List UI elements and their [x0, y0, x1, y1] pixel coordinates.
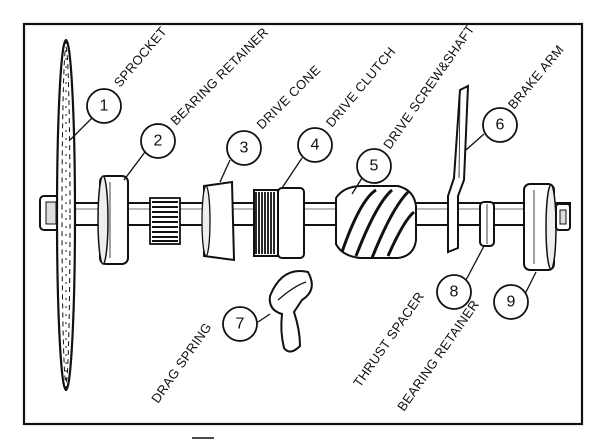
diagram-frame — [22, 22, 584, 426]
drive-screw — [335, 185, 417, 259]
bearing-retainer-right — [523, 183, 557, 271]
drive-cone — [201, 180, 236, 262]
callout-number: 1 — [100, 98, 109, 115]
leader-lines — [69, 117, 537, 323]
callout-number: 4 — [311, 137, 320, 154]
callout-1: 1 — [86, 88, 122, 124]
callout-number: 2 — [154, 133, 163, 150]
callout-6: 6 — [482, 107, 518, 143]
drag-spring — [268, 270, 313, 353]
callouts: 1 2 3 4 5 6 7 8 — [86, 88, 529, 342]
thrust-spacer — [479, 201, 495, 247]
label-brake-arm: BRAKE ARM — [505, 42, 567, 112]
callout-9: 9 — [493, 284, 529, 320]
callout-number: 8 — [450, 284, 459, 301]
label-sprocket: SPROCKET — [111, 24, 170, 90]
callout-number: 3 — [240, 140, 249, 157]
hub-end-right — [555, 203, 571, 231]
callout-4: 4 — [297, 127, 333, 163]
callout-2: 2 — [140, 123, 176, 159]
bearing-retainer-left — [97, 175, 129, 265]
callout-3: 3 — [226, 130, 262, 166]
callout-8: 8 — [436, 274, 472, 310]
callout-5: 5 — [356, 148, 392, 184]
sprocket — [55, 38, 77, 392]
callout-number: 5 — [370, 158, 379, 175]
brake-arm — [447, 84, 470, 254]
callout-number: 7 — [236, 316, 245, 333]
label-drive-clutch: DRIVE CLUTCH — [323, 44, 399, 130]
callout-number: 9 — [507, 294, 516, 311]
callout-7: 7 — [222, 306, 258, 342]
label-drive-cone: DRIVE CONE — [254, 62, 324, 132]
callout-number: 6 — [496, 117, 505, 134]
spring-coil — [149, 197, 181, 245]
drive-clutch — [253, 187, 305, 259]
label-drag-spring: DRAG SPRING — [148, 320, 214, 406]
label-bearing-retainer-left: BEARING RETAINER — [168, 24, 272, 128]
